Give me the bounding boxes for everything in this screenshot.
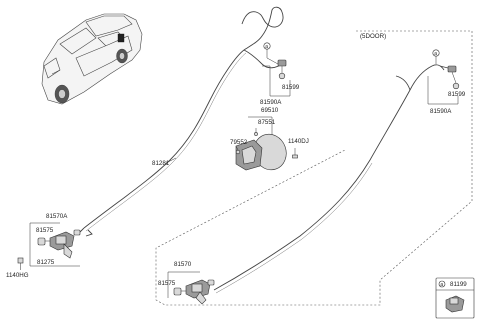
svg-text:a: a xyxy=(440,282,443,288)
label-81599-top: 81599 xyxy=(282,84,300,91)
latch-81570A xyxy=(37,229,81,259)
bolt-1140HG xyxy=(17,257,24,270)
actuator-81599-top xyxy=(277,59,287,80)
cable-5door xyxy=(213,64,445,294)
label-5door: (5DOOR) xyxy=(360,33,386,40)
label-87551: 87551 xyxy=(258,119,276,126)
label-81575-bottom: 81575 xyxy=(158,280,176,287)
label-81570: 81570 xyxy=(174,261,192,268)
label-81590A-right: 81590A xyxy=(430,108,452,115)
label-79552: 79552 xyxy=(230,139,248,146)
fuel-door-69510 xyxy=(235,132,287,171)
label-1140HG: 1140HG xyxy=(6,272,29,279)
label-81599-right: 81599 xyxy=(448,91,466,98)
label-81570A: 81570A xyxy=(46,213,68,220)
label-81575-left: 81575 xyxy=(36,227,54,234)
label-81590A-top: 81590A xyxy=(260,99,282,106)
svg-text:a: a xyxy=(265,44,268,50)
actuator-81599-right xyxy=(439,65,460,90)
svg-text:a: a xyxy=(434,51,437,57)
label-81199: 81199 xyxy=(450,281,467,288)
latch-81570 xyxy=(173,279,215,305)
label-1140DJ: 1140DJ xyxy=(288,138,309,145)
5door-region xyxy=(155,30,473,306)
callout-a-top: a xyxy=(263,42,271,50)
detail-box-81199: a xyxy=(435,277,475,319)
bolt-1140DJ xyxy=(292,148,298,159)
cable-81281 xyxy=(79,6,284,237)
fuel-door-marker xyxy=(117,33,125,43)
callout-a-right: a xyxy=(432,49,440,57)
car-illustration xyxy=(41,13,143,105)
label-69510: 69510 xyxy=(261,107,279,114)
label-81275: 81275 xyxy=(37,259,55,266)
label-81281: 81281 xyxy=(152,160,170,167)
